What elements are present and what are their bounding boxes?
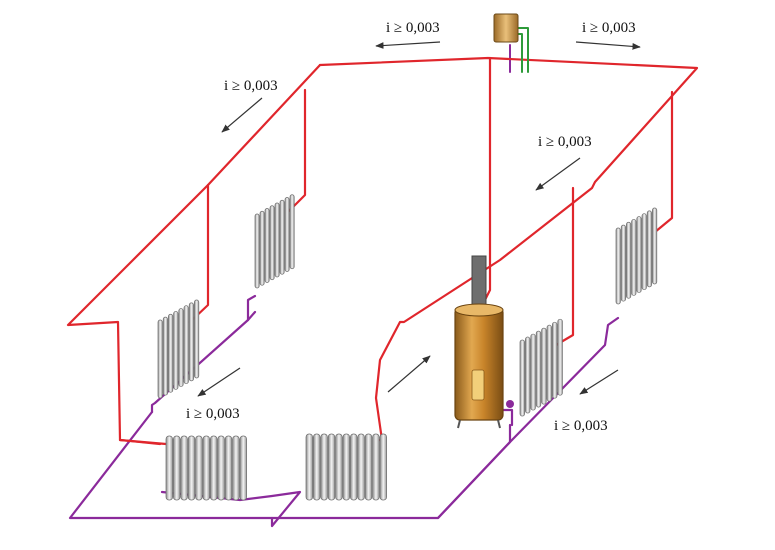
radiator-fin [557,318,563,396]
radiator-right-lower [519,318,563,417]
arrow-lower-left-icon [197,367,241,397]
supply-left-riser-upper [286,88,307,214]
supply-boiler-riser [483,56,492,302]
radiator-fin [552,321,558,399]
radiator-fin [541,327,547,405]
return-right-branch [436,316,620,520]
radiator-bottom-left [165,435,247,501]
radiator-fin [519,339,525,417]
radiator-fin [188,302,194,382]
radiator-fin [284,197,290,272]
radiator-fin [641,213,647,291]
arrow-center-up-icon [387,355,431,393]
radiators [157,194,658,501]
boiler [454,303,514,429]
radiator-fin [652,207,658,285]
radiator-fin [274,202,280,278]
slope-labels: i ≥ 0,003 i ≥ 0,003 i ≥ 0,003 i ≥ 0,003 … [186,20,636,434]
radiator-fin [546,324,552,402]
return-left-riser [246,294,257,322]
radiator-fin [187,435,196,501]
radiator-fin [224,435,233,501]
radiator-fin [180,435,188,501]
supply-bottom-left-drop [118,438,168,446]
radiator-fin [525,336,531,414]
radiator-fin [530,333,536,411]
return-boiler-link [498,408,514,427]
radiator-fin [195,435,203,501]
arrow-lower-right-icon [579,369,619,395]
expansion-signal-pipe [517,33,523,73]
radiator-fin [327,433,336,501]
radiator-fin [254,213,260,289]
expansion-tank-group [493,13,529,73]
radiator-fin [350,433,358,501]
slope-label-lower-right: i ≥ 0,003 [554,418,608,434]
boiler-body [454,307,504,421]
radiator-fin [342,433,350,501]
supply-right-riser-upper [653,90,674,234]
radiator-fin [626,221,632,299]
radiator-fin [313,433,321,501]
radiator-fin [162,316,168,396]
radiator-fin [535,330,542,408]
slope-label-lower-left: i ≥ 0,003 [186,406,240,422]
slope-label-upper-right: i ≥ 0,003 [538,134,592,150]
arrow-top-right-icon [575,41,641,50]
arrow-upper-right-icon [535,157,581,191]
radiator-fin [631,219,637,296]
flow-arrows [197,41,641,397]
radiator-fin [232,435,240,501]
slope-label-top-right: i ≥ 0,003 [582,20,636,36]
arrow-upper-left-icon [221,97,263,133]
radiator-fin [210,435,218,501]
radiator-fin [636,216,642,293]
radiator-bottom-right [305,433,387,501]
radiator-fin [379,433,387,501]
radiator-fin [157,319,163,399]
radiator-fin [194,299,200,379]
radiator-fin [335,433,343,501]
radiator-fin [279,199,285,275]
radiator-fin [615,227,621,305]
radiator-fin [620,224,626,302]
radiator-fin [646,210,652,288]
radiator-fin [269,205,275,281]
slope-label-top-left: i ≥ 0,003 [386,20,440,36]
boiler-leg-left [457,419,461,429]
radiator-fin [217,435,225,501]
radiator-fin [357,433,365,501]
radiator-right-upper [615,207,658,305]
radiator-fin [305,433,313,501]
expansion-tank [493,13,519,43]
radiator-fin [320,433,328,501]
radiator-fin [372,433,380,501]
return-main-loop [68,410,512,520]
return-left-branch [150,310,257,414]
supply-main-loop [318,56,699,442]
arrow-top-left-icon [375,41,441,49]
boiler-window [471,369,485,401]
boiler-top [454,303,504,317]
radiator-fin [239,435,247,501]
radiator-fin [202,435,210,501]
valve-icon [506,400,514,408]
radiator-fin [264,208,270,283]
boiler-leg-right [497,419,501,429]
radiator-fin [173,435,181,501]
radiator-fin [178,308,184,387]
radiator-fin [168,313,174,393]
radiator-left-upper [254,194,295,289]
radiator-fin [173,311,179,390]
radiator-left-lower [157,299,200,399]
radiator-fin [289,194,295,270]
radiator-fin [364,433,373,501]
radiator-fin [183,305,189,385]
radiator-fin [259,210,265,286]
expansion-overflow-pipe [517,27,529,73]
radiator-fin [165,435,173,501]
slope-label-upper-left: i ≥ 0,003 [224,78,278,94]
